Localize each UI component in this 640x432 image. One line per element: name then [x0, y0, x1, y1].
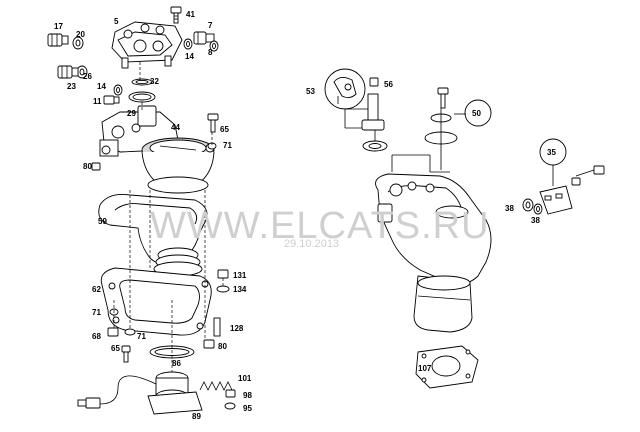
fitting-11[interactable] — [103, 95, 120, 105]
part-label-107: 107 — [418, 364, 432, 373]
part-label-17: 17 — [54, 22, 63, 31]
part-label-26: 26 — [83, 72, 92, 81]
rubber-boot-59[interactable] — [98, 194, 208, 277]
idle-air-valve-89[interactable] — [77, 371, 203, 415]
washer-38-b[interactable] — [533, 203, 543, 215]
part-label-53: 53 — [306, 87, 315, 96]
washer-14-lower[interactable] — [113, 84, 123, 96]
washer-26[interactable] — [76, 65, 88, 79]
part-label-38-a: 38 — [505, 204, 514, 213]
part-label-38-b: 38 — [531, 216, 540, 225]
assembly-guide-lines — [113, 62, 224, 372]
washer-20[interactable] — [72, 36, 84, 50]
part-label-134: 134 — [233, 285, 247, 294]
part-label-14-lower: 14 — [97, 82, 106, 91]
part-label-14-top: 14 — [185, 52, 194, 61]
bolt-65-top[interactable] — [207, 113, 219, 133]
part-label-20: 20 — [76, 30, 85, 39]
part-label-71-left: 71 — [92, 308, 101, 317]
bolt-65-lower[interactable] — [121, 345, 131, 363]
washer-95[interactable] — [224, 402, 236, 410]
nut-56[interactable] — [369, 77, 379, 87]
watermark-date: 29.10.2013 — [284, 238, 339, 250]
sealing-disc[interactable] — [424, 108, 466, 170]
bolt-top-right[interactable] — [437, 87, 449, 109]
fitting-7[interactable] — [193, 31, 215, 45]
fitting-23[interactable] — [57, 65, 79, 79]
part-label-32: 32 — [150, 77, 159, 86]
gasket-107[interactable] — [415, 345, 479, 389]
screw-right-a[interactable] — [575, 165, 605, 177]
part-label-50: 50 — [472, 109, 481, 118]
part-label-11: 11 — [93, 97, 102, 106]
nut-80-lower[interactable] — [203, 339, 215, 349]
washer-14-top[interactable] — [183, 38, 193, 50]
washer-134[interactable] — [216, 285, 230, 293]
part-label-95: 95 — [243, 404, 252, 413]
fitting-17[interactable] — [47, 33, 69, 47]
spring-101[interactable] — [199, 381, 233, 391]
air-flow-meter-44[interactable] — [141, 137, 215, 194]
part-label-71-top: 71 — [223, 141, 232, 150]
part-label-59: 59 — [98, 217, 107, 226]
part-label-101: 101 — [238, 374, 252, 383]
o-ring-32[interactable] — [131, 78, 153, 86]
part-label-8: 8 — [208, 48, 213, 57]
part-label-44: 44 — [171, 123, 180, 132]
part-label-62: 62 — [92, 285, 101, 294]
part-label-41: 41 — [186, 10, 195, 19]
intake-manifold-stub[interactable] — [413, 275, 473, 333]
washer-38-a[interactable] — [522, 198, 534, 212]
screw-right-b[interactable] — [571, 177, 581, 186]
part-label-23: 23 — [67, 82, 76, 91]
callout-53[interactable] — [324, 68, 366, 110]
part-label-80-top: 80 — [83, 162, 92, 171]
part-label-131: 131 — [233, 271, 247, 280]
throttle-housing[interactable] — [375, 173, 492, 285]
part-label-56: 56 — [384, 80, 393, 89]
temperature-sensor[interactable] — [344, 93, 385, 131]
part-label-80-lower: 80 — [218, 342, 227, 351]
part-label-35: 35 — [547, 148, 556, 157]
part-label-98: 98 — [243, 391, 252, 400]
part-label-29: 29 — [127, 109, 136, 118]
adapter-plate-62[interactable] — [100, 267, 212, 336]
ring-71-lower[interactable] — [124, 328, 136, 336]
part-label-86: 86 — [172, 359, 181, 368]
nut-98[interactable] — [225, 389, 236, 398]
o-ring-29[interactable] — [128, 91, 156, 103]
part-label-65: 65 — [220, 125, 229, 134]
stud-68[interactable] — [107, 327, 119, 337]
watermark-text: WWW.ELCATS.RU — [150, 205, 490, 247]
nut-80-top[interactable] — [91, 162, 101, 171]
part-label-71-lower: 71 — [137, 332, 146, 341]
part-label-5: 5 — [114, 17, 119, 26]
part-label-128: 128 — [230, 324, 244, 333]
sensor-gasket[interactable] — [362, 130, 388, 152]
distributor-head-5[interactable] — [111, 21, 183, 69]
part-label-7: 7 — [208, 21, 213, 30]
bolt-131[interactable] — [217, 269, 229, 279]
part-label-65-lower: 65 — [111, 344, 120, 353]
bolt-41[interactable] — [170, 6, 182, 24]
stud-128[interactable] — [213, 317, 221, 337]
bracket-lines — [391, 154, 450, 173]
washer-8[interactable] — [209, 40, 219, 52]
part-label-89: 89 — [192, 412, 201, 421]
throttle-switch[interactable] — [539, 165, 573, 215]
part-label-68: 68 — [92, 332, 101, 341]
callout-50[interactable] — [464, 99, 492, 127]
